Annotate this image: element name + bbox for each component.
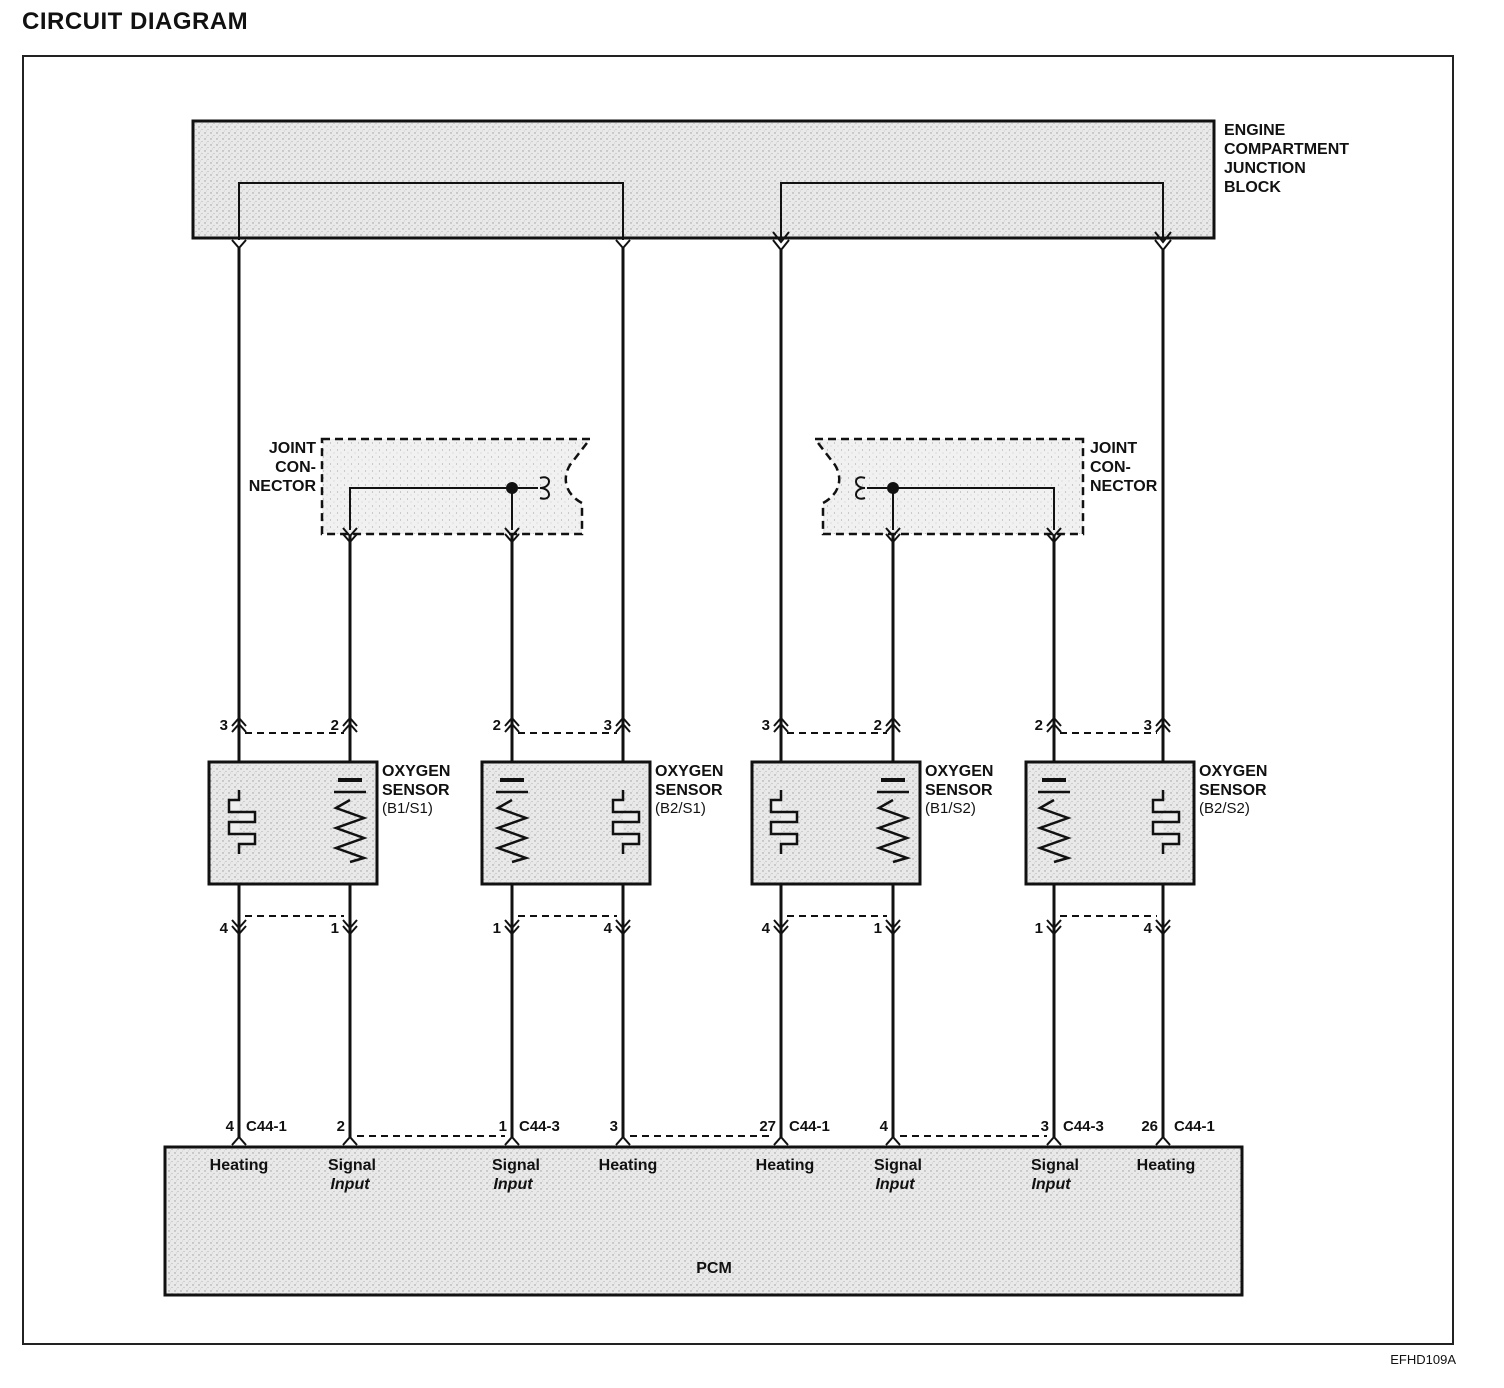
joint-right-label-3: NECTOR xyxy=(1090,478,1158,495)
pcm-label: PCM xyxy=(696,1260,732,1277)
pin-label: 3 xyxy=(1144,717,1152,734)
pin-label: 4 xyxy=(762,920,771,937)
sensor-top-pins: 3 2 2 3 3 2 2 3 xyxy=(220,717,1152,734)
pcm-terminal-functions: Heating Signal Input Signal Input Heatin… xyxy=(210,1157,1196,1193)
joint-left-label-2: CON- xyxy=(275,459,316,476)
joint-connector-left: JOINT CON- NECTOR xyxy=(249,437,593,544)
pin-label: 2 xyxy=(874,717,882,734)
pin-label: 3 xyxy=(220,717,228,734)
pin-label: 4 xyxy=(1144,920,1153,937)
pcm-function: Heating xyxy=(1137,1157,1196,1174)
sensor-b2s1-label-1: OXYGEN xyxy=(655,763,723,780)
pcm-function: Signal xyxy=(874,1157,922,1174)
sensor-b1s1-label-2: SENSOR xyxy=(382,782,450,799)
pcm-pin: 2 xyxy=(337,1118,345,1135)
junction-label-1: ENGINE xyxy=(1224,122,1286,139)
sensor-b2s2-label-2: SENSOR xyxy=(1199,782,1267,799)
pcm-connector-id: C44-3 xyxy=(519,1118,560,1135)
pin-label: 3 xyxy=(762,717,770,734)
sensor-b1s1-label-1: OXYGEN xyxy=(382,763,450,780)
pcm-function: Heating xyxy=(756,1157,815,1174)
pcm-pin: 3 xyxy=(610,1118,618,1135)
pin-label: 1 xyxy=(331,920,339,937)
junction-block: ENGINE COMPARTMENT JUNCTION BLOCK xyxy=(191,119,1349,240)
pcm-pin: 27 xyxy=(759,1118,776,1135)
pin-label: 2 xyxy=(493,717,501,734)
sensor-b1s1-id: (B1/S1) xyxy=(382,800,433,817)
sensor-b2s2-id: (B2/S2) xyxy=(1199,800,1250,817)
pcm-function: Input xyxy=(330,1176,370,1193)
joint-right-label-1: JOINT xyxy=(1090,440,1137,457)
pcm-box xyxy=(163,1145,1244,1297)
pcm-connector-id: C44-1 xyxy=(789,1118,830,1135)
pcm-function: Input xyxy=(1031,1176,1071,1193)
pcm-connector-id: C44-1 xyxy=(1174,1118,1215,1135)
pcm-function: Signal xyxy=(328,1157,376,1174)
pcm-connector-id: C44-3 xyxy=(1063,1118,1104,1135)
junction-label-2: COMPARTMENT xyxy=(1224,141,1349,158)
sensor-bottom-connectors xyxy=(231,919,1171,936)
pcm-function: Signal xyxy=(492,1157,540,1174)
pcm: PCM xyxy=(163,1145,1244,1297)
joint-right-label-2: CON- xyxy=(1090,459,1131,476)
pcm-pin: 26 xyxy=(1141,1118,1158,1135)
signal-wires xyxy=(348,536,1056,1138)
joint-left-label-3: NECTOR xyxy=(249,478,317,495)
pin-label: 1 xyxy=(874,920,882,937)
junction-label-3: JUNCTION xyxy=(1224,160,1306,177)
pcm-function: Input xyxy=(875,1176,915,1193)
pcm-function: Input xyxy=(493,1176,533,1193)
pin-label: 3 xyxy=(604,717,612,734)
pin-label: 1 xyxy=(1035,920,1043,937)
pcm-terminals xyxy=(231,1135,1171,1146)
heater-wires xyxy=(237,248,1165,1138)
sensor-top-connectors xyxy=(231,716,1171,733)
pin-label: 1 xyxy=(493,920,501,937)
junction-bus-left xyxy=(238,182,624,240)
pcm-function: Heating xyxy=(599,1157,658,1174)
pcm-function: Heating xyxy=(210,1157,269,1174)
diagram-frame xyxy=(22,55,1454,1345)
figure-code: EFHD109A xyxy=(1390,1352,1456,1367)
sensor-labels: OXYGEN SENSOR (B1/S1) OXYGEN SENSOR (B2/… xyxy=(382,763,1267,817)
junction-block-box xyxy=(191,119,1216,240)
pcm-pin: 4 xyxy=(880,1118,889,1135)
sensor-b2s1-label-2: SENSOR xyxy=(655,782,723,799)
heater-elements xyxy=(227,790,1181,854)
sensor-b1s2-id: (B1/S2) xyxy=(925,800,976,817)
junction-label-4: BLOCK xyxy=(1224,179,1281,196)
pcm-pin-numbers: 4 2 1 3 27 4 3 26 xyxy=(226,1118,1158,1135)
pcm-pin: 3 xyxy=(1041,1118,1049,1135)
junction-bus-right xyxy=(780,182,1164,240)
joint-connector-right: JOINT CON- NECTOR xyxy=(812,437,1158,544)
pcm-connector-ids: C44-1 C44-3 C44-1 C44-3 C44-1 xyxy=(246,1118,1215,1135)
pcm-pin: 4 xyxy=(226,1118,235,1135)
pin-label: 4 xyxy=(220,920,229,937)
sensor-b2s2-label-1: OXYGEN xyxy=(1199,763,1267,780)
pin-label: 2 xyxy=(331,717,339,734)
sensor-b2s1-id: (B2/S1) xyxy=(655,800,706,817)
pcm-connector-id: C44-1 xyxy=(246,1118,287,1135)
pin-label: 2 xyxy=(1035,717,1043,734)
sensor-b1s2-label-2: SENSOR xyxy=(925,782,993,799)
pcm-function: Signal xyxy=(1031,1157,1079,1174)
sensor-bottom-pins: 4 1 1 4 4 1 1 4 xyxy=(220,920,1153,937)
signal-elements xyxy=(332,778,1073,864)
joint-left-label-1: JOINT xyxy=(269,440,316,457)
pcm-pin: 1 xyxy=(499,1118,507,1135)
sensor-b1s2-label-1: OXYGEN xyxy=(925,763,993,780)
page-title: CIRCUIT DIAGRAM xyxy=(22,8,249,35)
connector-links xyxy=(245,732,1157,917)
pin-label: 4 xyxy=(604,920,613,937)
